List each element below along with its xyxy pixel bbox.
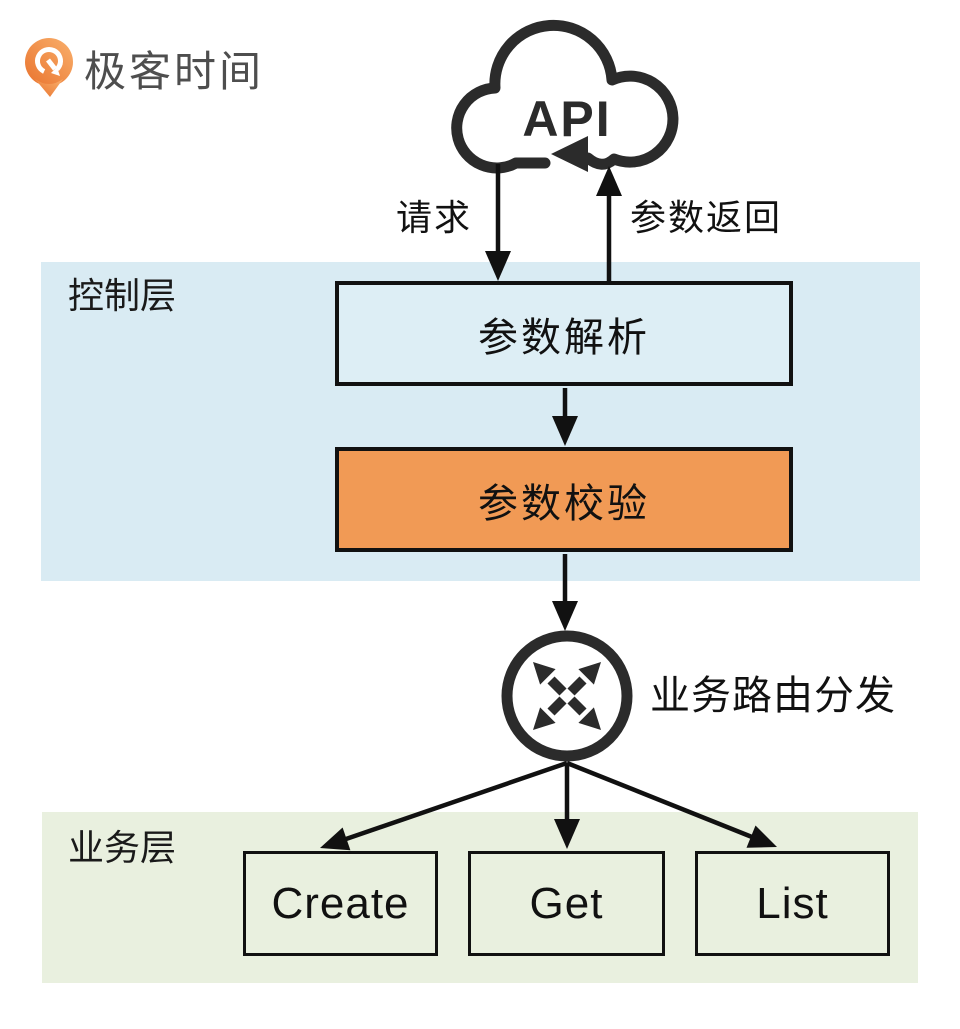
request-label: 请求 (396, 197, 473, 238)
get-box: Get (468, 851, 665, 956)
create-label: Create (271, 878, 410, 928)
router-label: 业务路由分发 (650, 674, 896, 718)
api-cloud-label: API (522, 91, 612, 147)
business-layer-label: 业务层 (68, 827, 177, 868)
parse-params-box: 参数解析 (335, 281, 793, 386)
router-icon (501, 630, 633, 762)
geektime-logo-icon (25, 37, 73, 97)
brand-name: 极客时间 (84, 48, 265, 95)
get-label: Get (529, 878, 604, 928)
return-label: 参数返回 (630, 197, 783, 238)
list-label: List (756, 878, 829, 928)
geektime-logo: 极客时间 (24, 36, 264, 99)
validate-params-box: 参数校验 (335, 447, 793, 552)
validate-params-label: 参数校验 (478, 481, 650, 526)
create-box: Create (243, 851, 438, 956)
control-layer-label: 控制层 (68, 275, 177, 316)
parse-params-label: 参数解析 (478, 315, 650, 360)
list-box: List (695, 851, 890, 956)
